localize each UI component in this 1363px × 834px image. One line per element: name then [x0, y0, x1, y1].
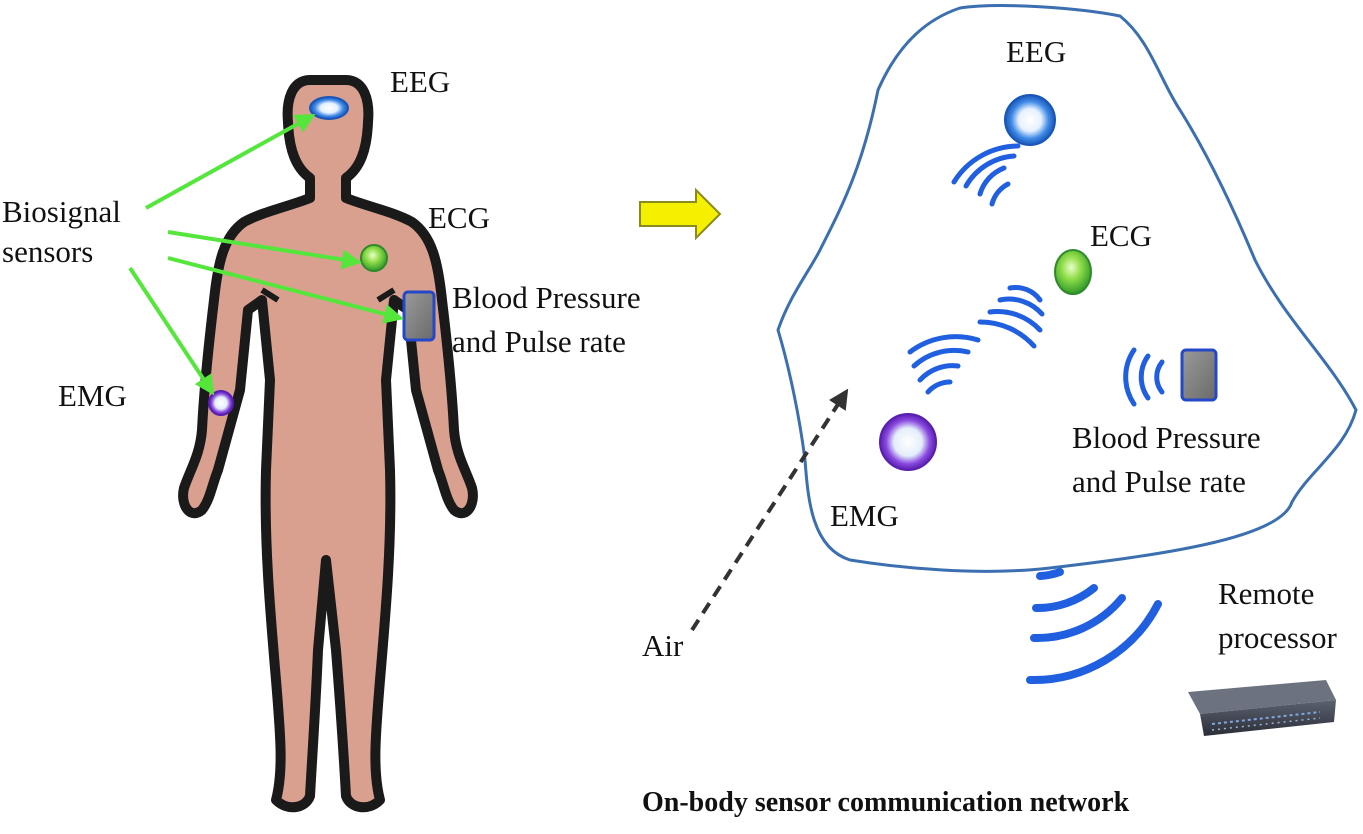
left-ecg-label: ECG [428, 200, 490, 235]
network-eeg-node-icon [1004, 94, 1056, 146]
body-silhouette-icon [178, 75, 478, 813]
network-boundary [776, 4, 1358, 573]
network-emg-node-icon [879, 413, 937, 471]
biosignal-label-line1: Biosignal [2, 194, 121, 229]
network-ecg-node-icon [1054, 249, 1092, 295]
left-bp-label-line2: and Pulse rate [452, 324, 626, 359]
arrow-to-emg [128, 266, 215, 396]
rack-server-icon [1188, 680, 1336, 736]
arrow-to-ecg [167, 230, 362, 270]
right-arrow-icon [639, 187, 722, 241]
network-eeg-label: EEG [1006, 34, 1066, 69]
arrow-to-eeg [145, 114, 316, 210]
ecg-sensor-icon [360, 244, 388, 272]
left-emg-label: EMG [58, 378, 127, 413]
remote-label-line1: Remote [1218, 576, 1314, 611]
network-bp-node-icon [1180, 348, 1218, 402]
eeg-sensor-icon [309, 96, 349, 120]
network-bp-label-line2: and Pulse rate [1072, 464, 1246, 499]
biosignal-label-line2: sensors [2, 234, 93, 269]
air-arrow [690, 388, 849, 632]
pointer-arrows [128, 114, 404, 396]
network-ecg-label: ECG [1090, 218, 1152, 253]
emg-sensor-icon [208, 390, 234, 416]
air-label: Air [642, 628, 684, 663]
network-bp-label-line1: Blood Pressure [1072, 420, 1261, 455]
arrow-to-bp [167, 256, 404, 324]
left-bp-label-line1: Blood Pressure [452, 280, 641, 315]
wireless-wave-icon [907, 143, 1165, 685]
diagram-caption: On-body sensor communication network [642, 787, 1130, 818]
left-eeg-label: EEG [390, 64, 450, 99]
remote-label-line2: processor [1218, 620, 1337, 655]
bp-sensor-icon [402, 290, 436, 342]
network-emg-label: EMG [830, 498, 899, 533]
